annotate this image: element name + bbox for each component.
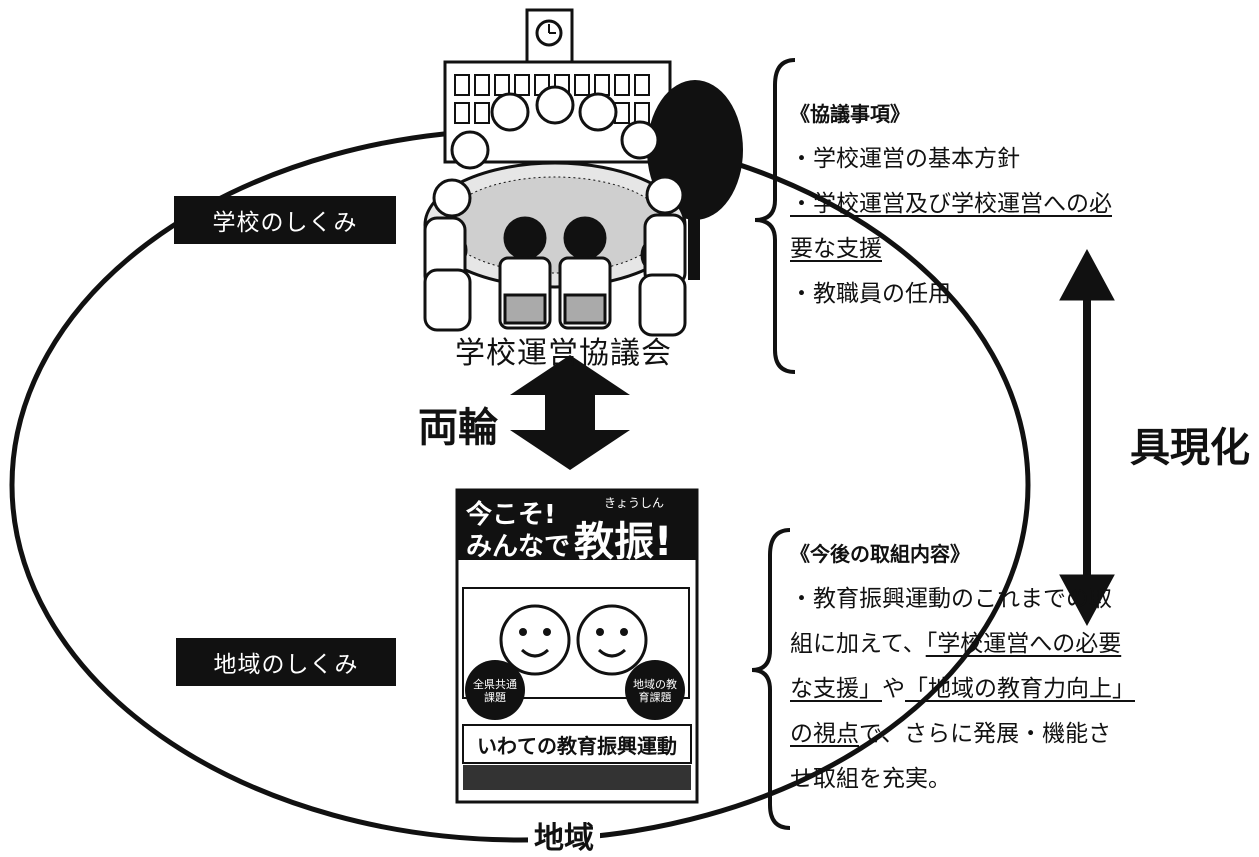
future-line-3-underlined-1: な支援」 xyxy=(790,676,882,702)
future-panel: 《今後の取組内容》 ・教育振興運動のこれまでの取 組に加えて、「学校運営への必要… xyxy=(790,532,1220,802)
poster-headline-2: みんなで xyxy=(466,532,571,562)
future-line-2: 組に加えて、「学校運営への必要 xyxy=(790,622,1220,667)
future-heading: 《今後の取組内容》 xyxy=(790,542,970,566)
future-line-1: ・教育振興運動のこれまでの取 xyxy=(790,586,1112,612)
poster-headline-big: 教振! xyxy=(574,519,673,565)
future-line-3-mid: や xyxy=(882,676,905,702)
discussion-heading: 《協議事項》 xyxy=(790,102,910,126)
poster-badge-right: 地域の教育課題 xyxy=(633,678,677,704)
discussion-item-support-line2: 要な支援 xyxy=(790,236,882,262)
school-council-illustration xyxy=(423,8,743,337)
discussion-item-support: ・学校運営及び学校運営への必 xyxy=(790,182,1210,227)
future-line-4: の視点で、さらに発展・機能さ xyxy=(790,712,1220,757)
community-system-label: 地域のしくみ xyxy=(176,638,396,686)
poster-headline-1: 今こそ! xyxy=(466,500,556,530)
two-wheels-label: 両輪 xyxy=(418,405,498,451)
community-label: 地域 xyxy=(528,813,600,857)
discussion-item-appointment: ・教職員の任用 xyxy=(790,281,951,307)
future-line-4-post: で、さらに発展・機能さ xyxy=(859,721,1112,747)
realization-label: 具現化 xyxy=(1130,425,1250,471)
realization-arrow xyxy=(1059,248,1115,627)
lower-brace xyxy=(751,528,791,830)
discussion-item-support-line1: ・学校運営及び学校運営への必 xyxy=(790,191,1112,217)
discussion-panel: 《協議事項》 ・学校運営の基本方針 ・学校運営及び学校運営への必 要な支援 ・教… xyxy=(790,92,1210,317)
future-line-3-underlined-2: 「地域の教育力向上」 xyxy=(905,676,1135,702)
poster-footer-title: いわての教育振興運動 xyxy=(477,734,677,758)
future-line-4-underlined: の視点 xyxy=(790,721,859,747)
future-line-2-underlined: 「学校運営への必要 xyxy=(925,631,1122,657)
two-wheels-arrow xyxy=(510,355,630,470)
poster xyxy=(455,488,699,804)
future-line-3: な支援」や「地域の教育力向上」 xyxy=(790,667,1220,712)
poster-badge-left: 全県共通課題 xyxy=(473,678,517,704)
school-system-label: 学校のしくみ xyxy=(174,196,396,244)
council-caption: 学校運営協議会 xyxy=(455,336,672,371)
discussion-item-basic-policy: ・学校運営の基本方針 xyxy=(790,146,1020,172)
poster-ruby: きょうしん xyxy=(604,496,665,510)
future-line-5: せ取組を充実。 xyxy=(790,766,951,792)
future-line-2-pre: 組に加えて、 xyxy=(790,631,926,657)
upper-brace xyxy=(754,58,796,374)
